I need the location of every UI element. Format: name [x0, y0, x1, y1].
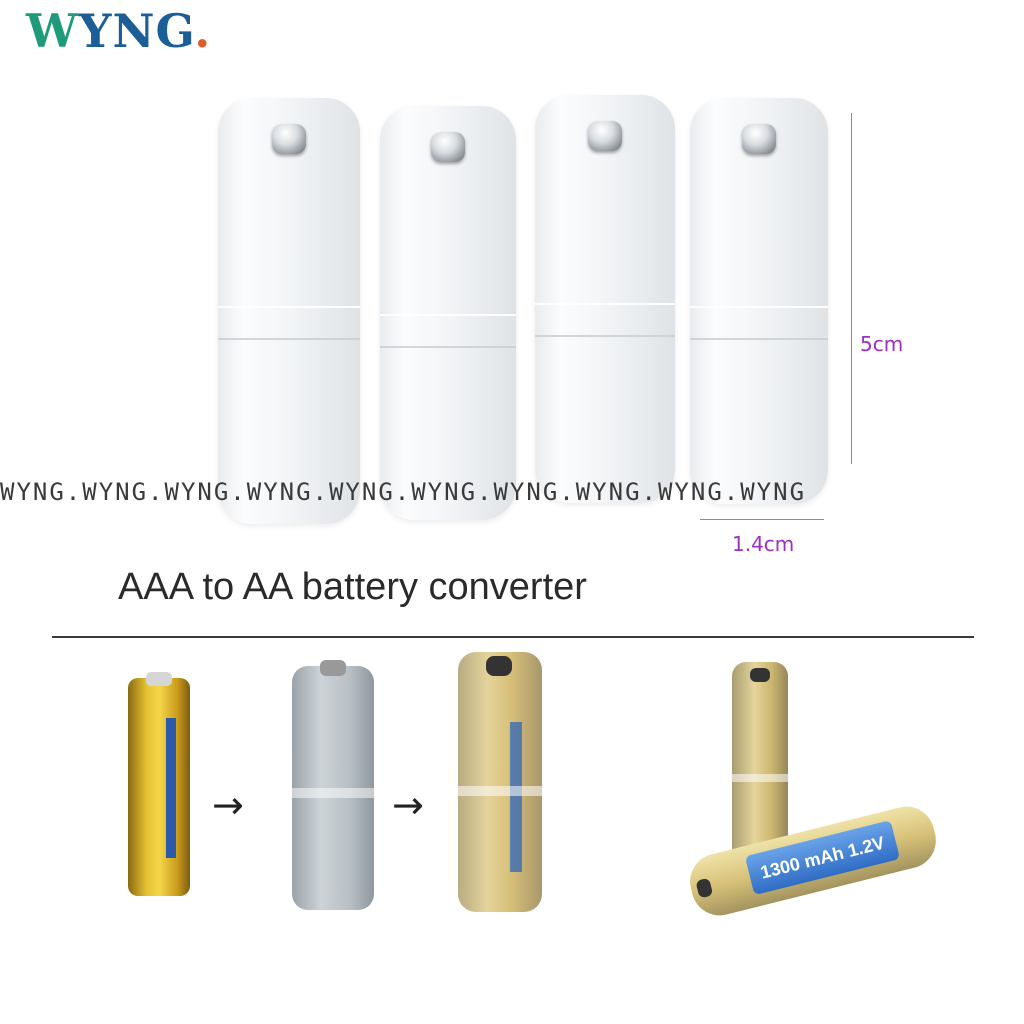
- converter-terminal-icon: [320, 660, 346, 676]
- width-dimension-label: 1.4cm: [732, 532, 795, 556]
- converter-terminal-icon: [486, 656, 512, 676]
- height-dimension-label: 5cm: [860, 332, 904, 356]
- positive-terminal-icon: [588, 121, 622, 151]
- battery-terminal-icon: [146, 672, 172, 686]
- converter-ring: [292, 788, 374, 798]
- converter-ring: [380, 314, 516, 348]
- divider-line: [52, 636, 974, 638]
- aaa-battery-image: [128, 672, 190, 896]
- logo-letters: YNG: [78, 4, 195, 58]
- converter-3: [535, 95, 675, 503]
- converter-ring: [458, 786, 542, 796]
- converter-1: [218, 98, 360, 524]
- watermark-text: WYNG.WYNG.WYNG.WYNG.WYNG.WYNG.WYNG.WYNG.…: [0, 478, 807, 506]
- converter-4: [690, 98, 828, 504]
- empty-converter-image: [292, 660, 374, 910]
- converter-2: [380, 106, 516, 520]
- positive-terminal-icon: [431, 132, 465, 162]
- positive-terminal-icon: [272, 124, 306, 154]
- lying-converter-image: 1300 mAh 1.2V: [684, 800, 942, 922]
- filled-converter-image: [458, 652, 542, 912]
- brand-logo: WYNG.: [26, 8, 211, 54]
- converter-ring: [690, 306, 828, 340]
- converter-ring: [218, 306, 360, 340]
- width-dimension-line: [700, 519, 824, 520]
- logo-dot: .: [194, 4, 212, 58]
- logo-letter-w: W: [26, 4, 79, 58]
- positive-terminal-icon: [742, 124, 776, 154]
- converter-ring: [535, 303, 675, 337]
- height-dimension-line: [851, 113, 852, 464]
- converter-terminal-icon: [695, 877, 714, 899]
- battery-stripe: [166, 718, 176, 858]
- arrow-right-icon: →: [212, 783, 244, 827]
- converter-ring: [732, 774, 788, 782]
- arrow-right-icon: →: [392, 783, 424, 827]
- converter-terminal-icon: [750, 668, 770, 682]
- battery-stripe: [510, 722, 522, 872]
- standing-converter-image: [732, 662, 788, 862]
- product-headline: AAA to AA battery converter: [118, 566, 587, 608]
